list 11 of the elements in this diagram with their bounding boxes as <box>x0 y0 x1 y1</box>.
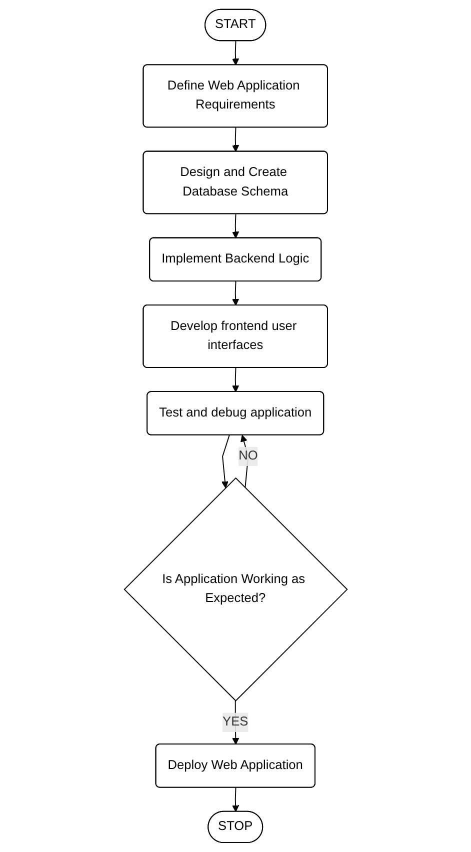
arrow <box>232 787 239 812</box>
arrow <box>232 127 239 152</box>
arrow <box>221 434 230 488</box>
arrow <box>232 214 239 238</box>
edge-label: YES <box>222 715 248 729</box>
arrow <box>232 280 239 306</box>
arrow <box>240 434 248 488</box>
arrow <box>232 40 239 66</box>
node-diamond: Is Application Working as Expected? <box>123 477 348 702</box>
arrow <box>232 367 239 392</box>
edge-label: NO <box>238 449 258 463</box>
